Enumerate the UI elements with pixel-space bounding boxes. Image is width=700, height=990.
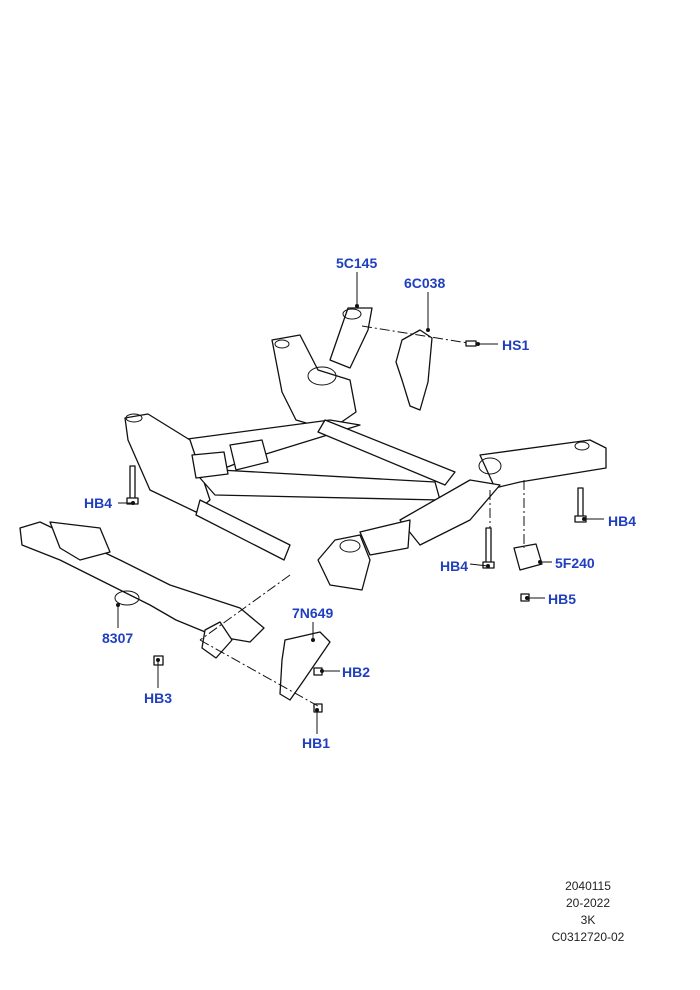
- heat-shield: [395, 329, 433, 411]
- callout-HS1: HS1: [502, 337, 529, 353]
- callout-HB3: HB3: [144, 690, 172, 706]
- reference-line-4: C0312720-02: [551, 930, 625, 944]
- callout-HB4-left: HB4: [84, 495, 112, 511]
- callout-6C038: 6C038: [404, 275, 445, 291]
- callout-HB1: HB1: [302, 735, 330, 751]
- callout-5F240: 5F240: [555, 555, 595, 571]
- callout-7N649: 7N649: [292, 605, 333, 621]
- callout-HB4-mid: HB4: [440, 558, 468, 574]
- reference-line-2: 20-2022: [565, 896, 611, 910]
- callout-HB4-right: HB4: [608, 513, 636, 529]
- reference-line-3: 3K: [580, 913, 596, 927]
- reference-line-1: 2040115: [565, 879, 611, 893]
- bolts: [126, 340, 587, 713]
- lower-crossmember: [19, 521, 265, 659]
- callout-5C145: 5C145: [336, 255, 377, 271]
- alignment-lines: [199, 325, 525, 707]
- front-subframe: [124, 307, 607, 591]
- mount-insulator: [513, 543, 543, 571]
- diagram-reference-block: 2040115 20-2022 3K C0312720-02: [478, 878, 638, 946]
- bracket: [279, 631, 331, 701]
- callout-HB5: HB5: [548, 591, 576, 607]
- leader-lines: [116, 272, 604, 734]
- callout-8307: 8307: [102, 630, 133, 646]
- callout-HB2: HB2: [342, 664, 370, 680]
